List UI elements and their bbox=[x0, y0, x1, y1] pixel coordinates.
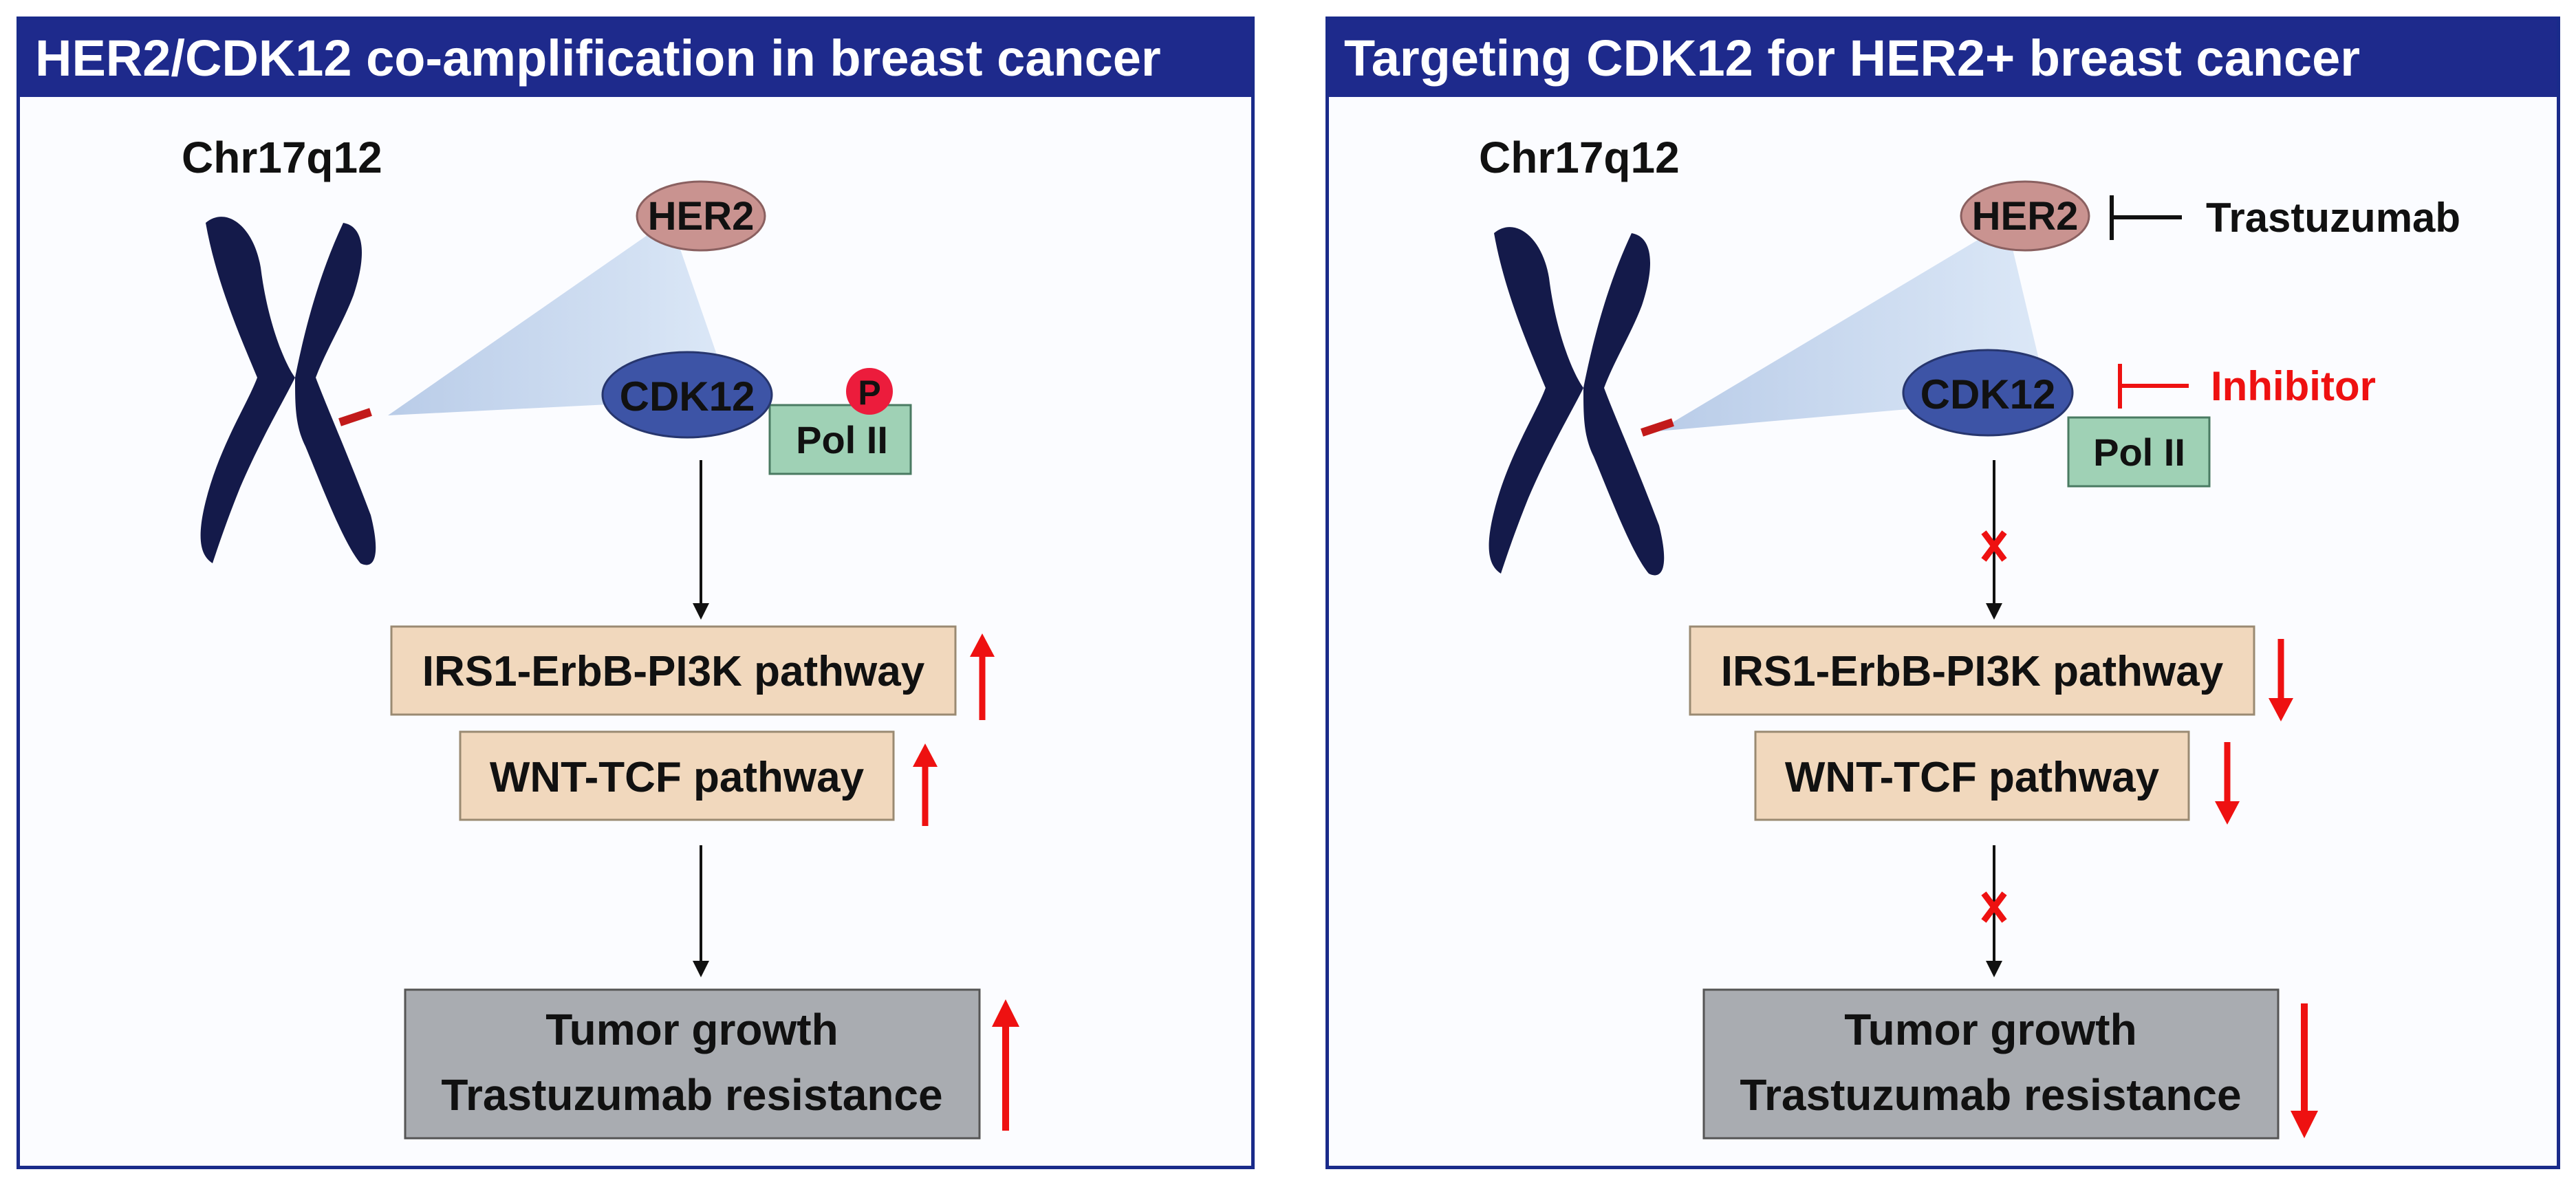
pathway2-box bbox=[1754, 730, 2190, 821]
pol2-label: Pol II bbox=[796, 418, 888, 461]
outcome-box bbox=[404, 988, 981, 1140]
her2-label: HER2 bbox=[648, 194, 755, 239]
amplicon-band bbox=[1641, 418, 1674, 437]
pathway1-down-arrow bbox=[2269, 639, 2293, 721]
pol2-node bbox=[2067, 416, 2211, 488]
pathway2-label: WNT-TCF pathway bbox=[1785, 754, 2160, 801]
left-panel-title: HER2/CDK12 co-amplification in breast ca… bbox=[20, 20, 1251, 97]
pathway2-box bbox=[459, 730, 895, 821]
trastuzumab-label: Trastuzumab bbox=[2206, 195, 2460, 241]
pathway1-box bbox=[390, 625, 957, 716]
outcome-up-arrow bbox=[992, 999, 1019, 1131]
block-x-icon bbox=[1981, 891, 2007, 923]
her2-node bbox=[1960, 180, 2090, 252]
outcome-box bbox=[1702, 988, 2280, 1140]
cdk12-node bbox=[601, 351, 773, 439]
left-panel: HER2/CDK12 co-amplification in breast ca… bbox=[17, 17, 1255, 1169]
chromosome-icon bbox=[200, 217, 376, 565]
right-diagram: Chr17q12 HER2 Trastuzumab Pol II CDK12 I… bbox=[1479, 133, 2460, 1140]
cdk12-node bbox=[1902, 349, 2074, 437]
chromosome-label: Chr17q12 bbox=[1479, 133, 1680, 182]
left-diagram: Chr17q12 HER2 Pol II CDK12 P IRS1-ErbB-P… bbox=[182, 133, 1019, 1140]
chromosome-label: Chr17q12 bbox=[182, 133, 382, 182]
pathway1-label: IRS1-ErbB-PI3K pathway bbox=[1721, 648, 2224, 695]
chromosome-icon bbox=[1489, 227, 1665, 576]
right-panel: Targeting CDK12 for HER2+ breast cancer … bbox=[1325, 17, 2560, 1169]
outcome-line1: Tumor growth bbox=[545, 1005, 838, 1054]
cdk12-label: CDK12 bbox=[1920, 371, 2056, 417]
right-panel-title: Targeting CDK12 for HER2+ breast cancer bbox=[1329, 20, 2557, 97]
cdk12-label: CDK12 bbox=[620, 373, 755, 420]
outcome-line2: Trastuzumab resistance bbox=[1740, 1070, 2241, 1120]
inhibitor-label: Inhibitor bbox=[2211, 363, 2376, 409]
outcome-down-arrow bbox=[2291, 1003, 2318, 1138]
outcome-line1: Tumor growth bbox=[1844, 1005, 2136, 1054]
pathway2-down-arrow bbox=[2215, 742, 2240, 825]
inhibitor-inhibition-bar bbox=[2118, 364, 2189, 409]
her2-node bbox=[636, 180, 766, 252]
outcome-line2: Trastuzumab resistance bbox=[441, 1070, 942, 1120]
pathway1-up-arrow bbox=[970, 633, 995, 720]
amplicon-band bbox=[338, 408, 372, 426]
pathway1-box bbox=[1689, 625, 2255, 716]
phospho-badge bbox=[846, 368, 893, 415]
pathway2-label: WNT-TCF pathway bbox=[490, 754, 865, 801]
trastuzumab-inhibition-bar bbox=[2110, 195, 2182, 240]
pol2-label: Pol II bbox=[2093, 431, 2185, 474]
phospho-label: P bbox=[858, 373, 880, 412]
pathway1-label: IRS1-ErbB-PI3K pathway bbox=[422, 648, 925, 695]
her2-label: HER2 bbox=[1972, 194, 2079, 239]
block-x-icon bbox=[1981, 530, 2007, 562]
pol2-node bbox=[768, 404, 912, 475]
pathway2-up-arrow bbox=[913, 743, 938, 826]
